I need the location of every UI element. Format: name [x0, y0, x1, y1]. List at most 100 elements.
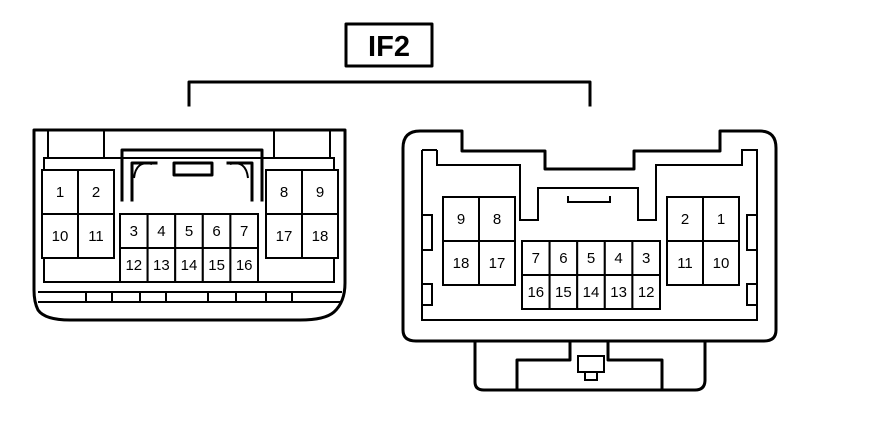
terminal-number: 4 — [157, 223, 165, 240]
terminal-cell — [119, 247, 149, 283]
left-terminal-17: 17 — [265, 213, 303, 259]
left-terminal-5: 5 — [174, 213, 204, 249]
right-terminal-6: 6 — [548, 240, 579, 276]
right-terminal-8: 8 — [478, 196, 516, 242]
left-connector-housing — [32, 128, 347, 322]
terminal-number: 7 — [532, 250, 540, 267]
terminal-number: 16 — [527, 284, 544, 301]
terminal-number: 18 — [312, 228, 329, 245]
left-terminal-7: 7 — [229, 213, 259, 249]
terminal-number: 16 — [236, 257, 253, 274]
terminal-cell — [301, 169, 339, 215]
terminal-number: 3 — [642, 250, 650, 267]
terminal-number: 17 — [276, 228, 293, 245]
terminal-cell — [77, 169, 115, 215]
terminal-cell — [548, 240, 579, 276]
connector-bracket — [187, 80, 592, 107]
right-terminal-7: 7 — [521, 240, 551, 276]
left-connector-latch — [120, 148, 264, 202]
left-terminal-18: 18 — [301, 213, 339, 259]
terminal-number: 8 — [280, 184, 288, 201]
title-frame — [344, 22, 434, 68]
left-terminal-1: 1 — [41, 169, 79, 215]
left-terminal-13: 13 — [146, 247, 177, 283]
terminal-number: 1 — [56, 184, 64, 201]
left-terminal-12: 12 — [119, 247, 149, 283]
terminal-cell — [603, 274, 634, 310]
terminal-number: 4 — [614, 250, 622, 267]
terminal-cell — [521, 240, 551, 276]
terminal-cell — [603, 240, 634, 276]
left-terminal-8: 8 — [265, 169, 303, 215]
terminal-number: 10 — [52, 228, 69, 245]
terminal-number: 12 — [125, 257, 142, 274]
right-connector-cavity — [421, 149, 758, 321]
connector-title: IF2 — [344, 22, 434, 68]
terminal-number: 2 — [92, 184, 100, 201]
left-terminal-9: 9 — [301, 169, 339, 215]
right-terminal-9: 9 — [442, 196, 480, 242]
left-terminal-10: 10 — [41, 213, 79, 259]
right-connector-key — [552, 187, 624, 203]
left-terminal-4: 4 — [146, 213, 177, 249]
right-terminal-10: 10 — [702, 240, 740, 286]
left-terminal-15: 15 — [201, 247, 232, 283]
right-terminal-17: 17 — [478, 240, 516, 286]
left-connector-latch-hooks — [133, 162, 249, 179]
terminal-cell — [77, 213, 115, 259]
left-terminal-11: 11 — [77, 213, 115, 259]
terminal-number: 15 — [555, 284, 572, 301]
terminal-number: 10 — [713, 255, 730, 272]
terminal-number: 3 — [130, 223, 138, 240]
terminal-cell — [442, 196, 480, 242]
left-terminal-2: 2 — [77, 169, 115, 215]
terminal-cell — [41, 169, 79, 215]
terminal-number: 1 — [717, 211, 725, 228]
terminal-number: 9 — [316, 184, 324, 201]
terminal-number: 13 — [610, 284, 627, 301]
right-terminal-5: 5 — [576, 240, 606, 276]
connector-label: IF2 — [368, 31, 410, 63]
terminal-cell — [631, 274, 662, 310]
terminal-cell — [478, 240, 516, 286]
terminal-cell — [146, 213, 177, 249]
terminal-number: 11 — [677, 255, 693, 272]
left-connector-bottom-rail — [38, 291, 342, 303]
terminal-number: 15 — [208, 257, 225, 274]
terminal-cell — [229, 213, 259, 249]
terminal-number: 2 — [681, 211, 689, 228]
right-terminal-3: 3 — [631, 240, 662, 276]
terminal-number: 12 — [638, 284, 655, 301]
right-terminal-16: 16 — [521, 274, 551, 310]
terminal-cell — [548, 274, 579, 310]
terminal-number: 14 — [583, 284, 600, 301]
terminal-cell — [702, 196, 740, 242]
terminal-number: 17 — [489, 255, 506, 272]
right-terminal-18: 18 — [442, 240, 480, 286]
right-connector-side-ribs — [422, 214, 757, 306]
left-connector-top-channel — [47, 130, 331, 159]
terminal-number: 8 — [493, 211, 501, 228]
terminal-number: 7 — [240, 223, 248, 240]
terminal-number: 13 — [153, 257, 170, 274]
terminal-number: 5 — [185, 223, 193, 240]
left-terminal-16: 16 — [229, 247, 259, 283]
right-terminal-14: 14 — [576, 274, 606, 310]
terminal-cell — [229, 247, 259, 283]
right-terminal-4: 4 — [603, 240, 634, 276]
terminal-number: 14 — [181, 257, 198, 274]
right-connector-housing — [401, 129, 778, 343]
right-terminal-15: 15 — [548, 274, 579, 310]
right-terminal-13: 13 — [603, 274, 634, 310]
right-terminal-2: 2 — [666, 196, 704, 242]
right-connector-mount-tab — [577, 355, 605, 381]
terminal-number: 11 — [88, 228, 104, 245]
left-terminal-6: 6 — [201, 213, 232, 249]
right-connector — [401, 129, 778, 392]
terminal-number: 5 — [587, 250, 595, 267]
terminal-cell — [702, 240, 740, 286]
terminal-number: 6 — [559, 250, 567, 267]
right-terminal-1: 1 — [702, 196, 740, 242]
